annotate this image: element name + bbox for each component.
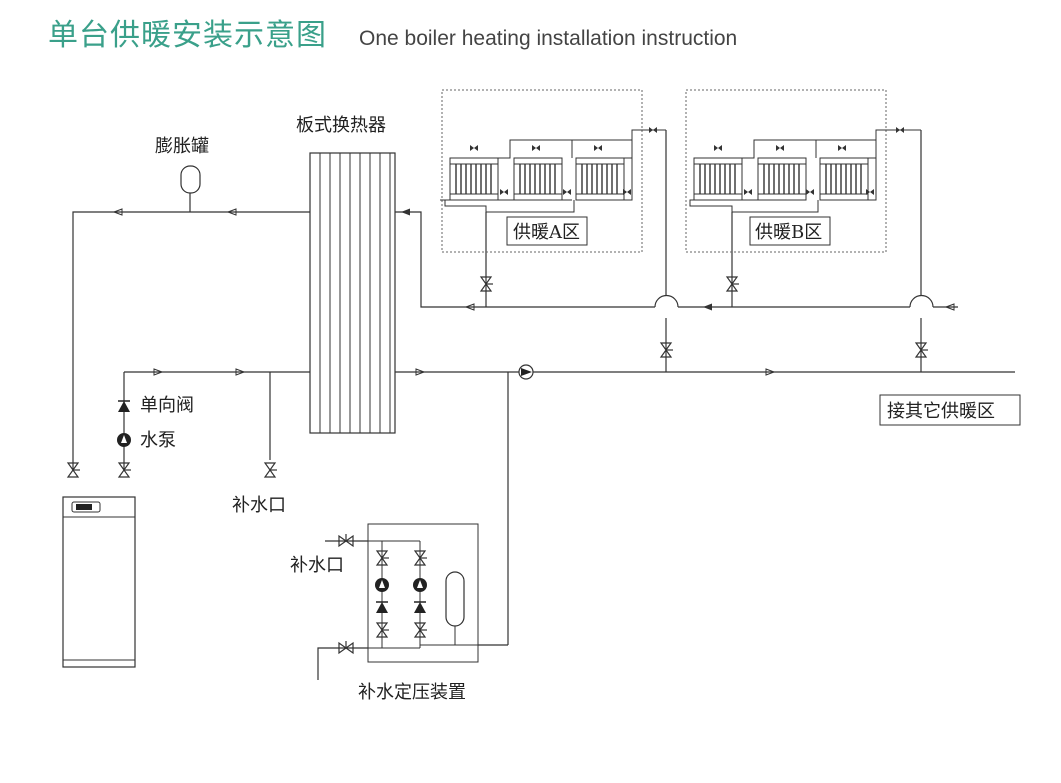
zone-a-label: 供暖A区 [513, 222, 580, 243]
zone-b-label: 供暖B区 [755, 222, 822, 243]
water-pump-symbol [117, 433, 131, 447]
check-valve-label: 单向阀 [140, 395, 194, 416]
water-pump-label: 水泵 [140, 430, 176, 451]
boiler-return-valve [67, 462, 81, 478]
expansion-tank [180, 165, 201, 194]
main-pump-symbol [518, 364, 534, 380]
expansion-tank-label: 膨胀罐 [155, 136, 209, 157]
diagram-subtitle: One boiler heating installation instruct… [359, 27, 738, 50]
zone-a-supply-valve [660, 342, 674, 358]
check-valve-symbol [117, 400, 131, 413]
diagram-title: 单台供暖安装示意图 [48, 18, 327, 53]
makeup-pressure-unit [367, 523, 479, 663]
plate-heat-exchanger [309, 152, 396, 434]
unit-inlet-valve-top [338, 533, 354, 547]
pressure-unit-label: 补水定压装置 [358, 682, 466, 703]
makeup-inlet-label-2: 补水口 [290, 555, 344, 576]
zone-a-return-valve [480, 276, 494, 292]
zone-b-return-valve [726, 276, 740, 292]
zone-a-box [440, 89, 666, 253]
boiler [62, 496, 136, 668]
other-zones-box [879, 394, 1021, 426]
makeup-inlet-label-1: 补水口 [232, 495, 286, 516]
plate-exchanger-label: 板式换热器 [296, 115, 386, 136]
diagram-header: 单台供暖安装示意图 One boiler heating installatio… [48, 10, 737, 54]
zone-b-supply-valve [915, 342, 929, 358]
other-zones-label: 接其它供暖区 [887, 401, 995, 422]
boiler-supply-valve [118, 462, 132, 478]
unit-inlet-valve-bottom [338, 640, 354, 654]
zone-b-box [685, 89, 921, 253]
makeup-valve-1 [264, 462, 278, 478]
